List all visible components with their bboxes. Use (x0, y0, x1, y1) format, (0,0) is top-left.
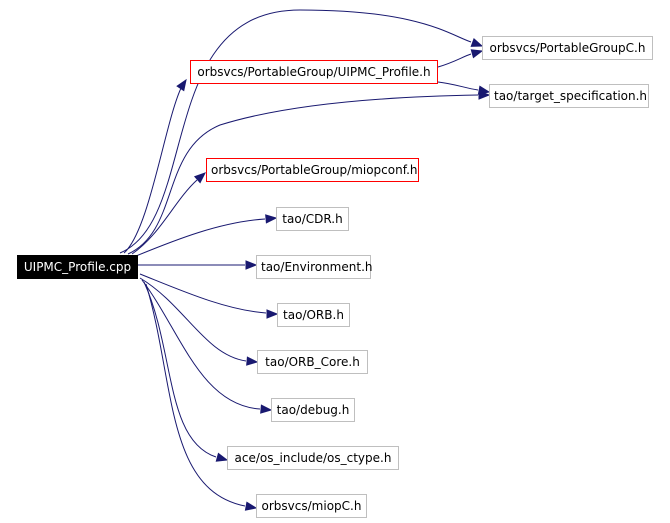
node-root[interactable]: UIPMC_Profile.cpp (17, 255, 138, 279)
node-debug[interactable]: tao/debug.h (271, 398, 355, 422)
node-miopc[interactable]: orbsvcs/miopC.h (256, 494, 367, 518)
node-miopconf[interactable]: orbsvcs/PortableGroup/miopconf.h (206, 158, 419, 182)
arrowhead-root-os_ctype (215, 452, 229, 462)
arrowhead-uipmc-target_spec (477, 85, 491, 95)
edge-root-os_ctype (143, 281, 217, 458)
edge-root-target_spec (127, 94, 479, 255)
arrowhead-root-miopc (244, 501, 258, 511)
arrowhead-root-cdr (265, 214, 278, 224)
edge-root-miopc (145, 283, 246, 507)
edge-root-orb_core (139, 277, 247, 362)
edge-uipmc-portablegroupc (437, 53, 472, 68)
arrowhead-root-uipmc_profile_h (176, 78, 187, 92)
node-orb[interactable]: tao/ORB.h (277, 303, 350, 327)
arrowhead-root-debug (260, 404, 273, 414)
node-orb_core[interactable]: tao/ORB_Core.h (257, 350, 368, 374)
node-cdr[interactable]: tao/CDR.h (276, 207, 349, 231)
arrowhead-root-miopconf (193, 172, 207, 184)
edge-root-cdr (135, 218, 266, 257)
node-target_spec[interactable]: tao/target_specification.h (489, 84, 649, 108)
edge-root-portablegroupc (119, 9, 472, 254)
node-environment[interactable]: tao/Environment.h (256, 255, 373, 279)
edge-root-uipmc_profile_h (123, 85, 183, 254)
edge-uipmc-target_spec (437, 81, 479, 91)
node-uipmc_profile_h[interactable]: orbsvcs/PortableGroup/UIPMC_Profile.h (190, 60, 438, 84)
node-portablegroupc[interactable]: orbsvcs/PortableGroupC.h (482, 36, 653, 60)
edge-root-miopconf (131, 179, 198, 255)
edge-root-debug (141, 279, 261, 410)
arrowhead-root-orb_core (246, 356, 259, 366)
arrowhead-uipmc-portablegroupc (470, 49, 484, 59)
edge-root-orb (139, 273, 267, 314)
arrowhead-root-orb (266, 309, 279, 319)
node-os_ctype[interactable]: ace/os_include/os_ctype.h (227, 446, 399, 470)
arrowhead-root-environment (245, 260, 258, 270)
arrowhead-root-portablegroupc (470, 37, 484, 47)
